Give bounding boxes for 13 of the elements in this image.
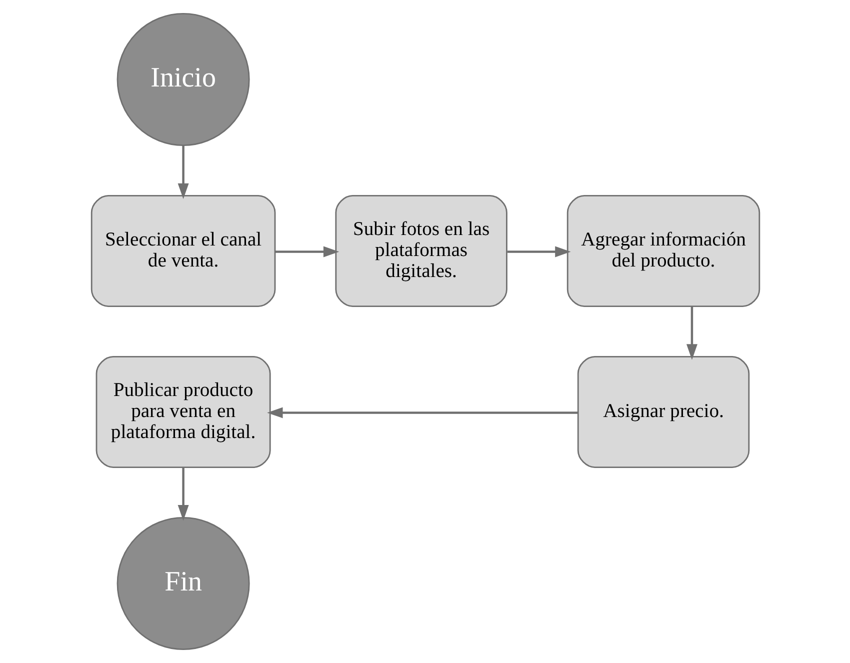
arrow	[266, 407, 578, 418]
arrow	[177, 145, 188, 200]
node-box: Asignar precio.	[576, 356, 750, 468]
arrow	[686, 306, 697, 360]
arrow	[506, 246, 570, 258]
arrow	[274, 246, 339, 258]
arrow	[177, 468, 188, 521]
node-box: Publicar producto para venta en plataforma digital.	[95, 356, 270, 468]
node-box: Agregar información del producto.	[566, 195, 760, 307]
node-circle: Fin	[116, 517, 250, 650]
node-box: Subir fotos en las plataformas digitales.	[334, 195, 507, 307]
node-box: Seleccionar el canal de venta.	[90, 195, 276, 307]
node-circle: Inicio	[116, 13, 250, 146]
